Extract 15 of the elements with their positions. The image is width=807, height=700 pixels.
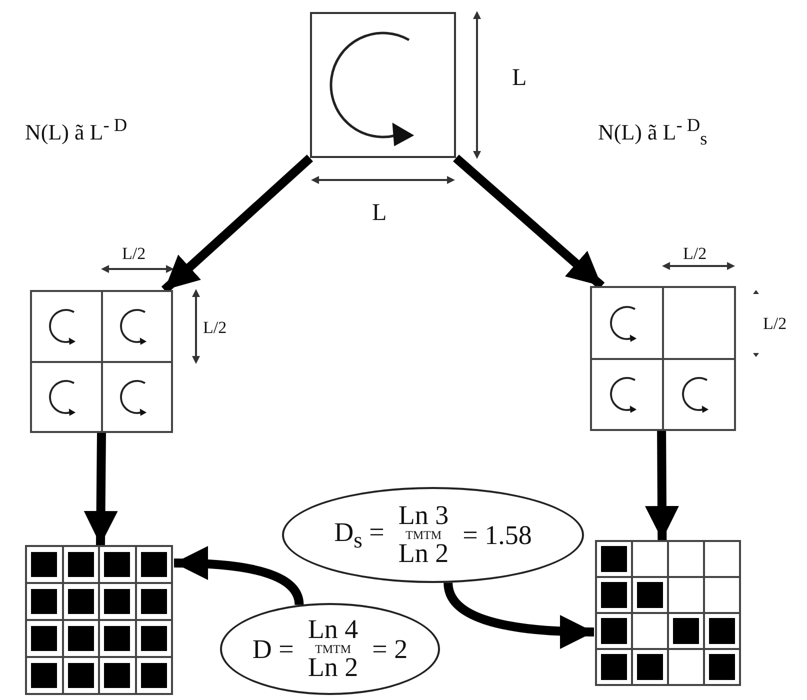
dimension-label: L — [512, 65, 527, 92]
arrow — [174, 546, 304, 606]
dimension-label: L — [372, 200, 387, 227]
box-grid — [25, 545, 173, 695]
vortex-box — [310, 12, 456, 158]
box-grid — [595, 540, 741, 686]
scaling-law-text: N(L) ã L$^{- D}$ — [25, 115, 128, 146]
vortex-grid — [30, 290, 173, 433]
arrow — [84, 432, 118, 546]
dimension-label: L/2 — [763, 314, 787, 334]
dimension-label: L/2 — [122, 244, 146, 264]
dimension-label: L/2 — [203, 318, 227, 338]
vortex-grid — [590, 286, 736, 431]
dimension-label: L/2 — [683, 244, 707, 264]
arrow — [644, 430, 679, 540]
